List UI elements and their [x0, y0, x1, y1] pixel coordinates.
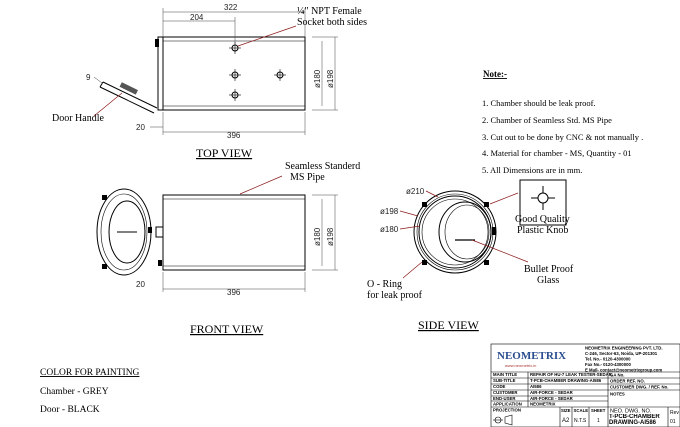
company-logo: NEOMETRIX	[497, 350, 566, 362]
title-block: NEOMETRIX www.neometrix.in NEOMETRIX ENG…	[490, 343, 680, 427]
size-label: SIZE	[561, 408, 571, 413]
row-value: T-PCB-CHAMBER DRAWING-AI586	[530, 378, 602, 383]
dim-d198: ø198	[380, 207, 399, 216]
dim-20: 20	[136, 123, 145, 132]
painting-info: COLOR FOR PAINTING Chamber - GREY Door -…	[40, 368, 140, 415]
dim-9: 9	[86, 73, 91, 82]
painting-chamber: Chamber - GREY	[40, 387, 109, 397]
painting-door: Door - BLACK	[40, 405, 100, 415]
glass-label-line1: Bullet Proof	[524, 264, 574, 275]
row-label: END-USER	[493, 396, 516, 401]
dim-d198: ø198	[326, 227, 335, 246]
note-item: 4. Material for chamber - MS, Quantity -…	[482, 148, 632, 158]
knobs	[422, 202, 496, 265]
painting-heading: COLOR FOR PAINTING	[40, 368, 140, 378]
row-value: REPAIR OF HU-7 LEAK TESTER-SEDAR	[530, 372, 613, 377]
company-line: NEOMETRIX ENGINEERING PVT. LTD.	[585, 346, 663, 351]
company-line: E Mail- contact@neometrixgroup.com	[585, 367, 662, 372]
top-view-flange	[157, 36, 164, 111]
company-line: Tel. No.- 0120-4300000	[585, 357, 631, 362]
note-item: 3. Cut out to be done by CNC & not manua…	[482, 132, 643, 142]
rev-value: 01	[670, 419, 676, 425]
door-handle-label: Door Handle	[52, 113, 104, 124]
knob-label-line2: Plastic Knob	[517, 225, 568, 236]
notes-heading: Note:-	[483, 69, 507, 79]
note-item: 2. Chamber of Seamless Std. MS Pipe	[482, 115, 612, 125]
company-line: C-246, Sector-63, Noida, UP-201301	[585, 351, 658, 356]
dim-396: 396	[227, 131, 241, 140]
dim-d180: ø180	[380, 225, 399, 234]
front-view-title: FRONT VIEW	[190, 322, 264, 336]
projection-symbol-icon	[493, 414, 513, 426]
pipe-label-line1: Seamless Standerd	[285, 161, 360, 172]
order-ref: ORDER REF. NO.	[610, 379, 645, 384]
dim-396: 396	[227, 288, 241, 297]
row-value: AI586	[530, 384, 542, 389]
notes-label: NOTES	[610, 392, 625, 397]
door-glass	[108, 200, 146, 264]
note-item: 1. Chamber should be leak proof.	[482, 98, 596, 108]
scale-label: SCALE	[574, 408, 589, 413]
side-view: ø210 ø198 ø180 Good Quality Plastic Knob…	[367, 179, 574, 332]
knob-label-line1: Good Quality	[515, 214, 570, 225]
size-value: A2	[562, 418, 570, 424]
sheet-label: SHEET	[591, 408, 606, 413]
pipe-label-line2: MS Pipe	[290, 172, 325, 183]
socket-label-line2: Socket both sides	[297, 17, 367, 28]
oring-label-line1: O - Ring	[367, 279, 402, 290]
socket-holes	[229, 42, 286, 101]
hinge-icon	[155, 39, 159, 47]
scale-value: N.T.S	[574, 418, 587, 424]
projection-label: PROJECTION	[493, 408, 521, 413]
sheet-value: 1	[597, 418, 600, 424]
row-label: CODE	[493, 384, 506, 389]
row-label: CUSTOMER	[493, 390, 518, 395]
dwg-no-label: NEO. DWG. NO.	[610, 409, 652, 415]
row-label: SUB-TITLE	[493, 378, 516, 383]
customer-dwg: CUSTOMER DWG. / REF. No.	[610, 385, 668, 390]
plastic-knob-icon	[531, 186, 555, 210]
dim-204: 204	[190, 13, 204, 22]
top-view-title: TOP VIEW	[196, 146, 253, 160]
dim-d198: ø198	[326, 69, 335, 88]
row-value: AIR-FORCE - SEDAR	[530, 396, 574, 401]
dim-d180: ø180	[313, 69, 322, 88]
company-line: Fax No.- 0120-4300000	[585, 362, 631, 367]
oring-label-line2: for leak proof	[367, 290, 423, 301]
front-view: Seamless Standerd MS Pipe ø180 ø198 20 3…	[96, 161, 360, 336]
socket-label-line1: ¼" NPT Female	[297, 6, 362, 17]
dwg-no-value: T-PCB-CHAMBER DRAWING-AI586	[609, 413, 660, 427]
row-label: APPLICATION	[493, 402, 522, 407]
open-door	[99, 81, 158, 114]
side-view-title: SIDE VIEW	[418, 318, 479, 332]
row-value: NEOMETRIX	[530, 402, 556, 407]
glass-label-line2: Glass	[537, 275, 559, 286]
dim-d180: ø180	[313, 227, 322, 246]
dim-20: 20	[136, 280, 145, 289]
dim-d210: ø210	[406, 187, 425, 196]
ga-no: GA No.	[610, 373, 624, 378]
front-view-body	[162, 194, 306, 271]
top-view: 322 204 ¼" NPT Female Socket both sides …	[52, 3, 367, 160]
website: www.neometrix.in	[505, 363, 536, 368]
notes: Note:- 1. Chamber should be leak proof. …	[482, 69, 643, 175]
row-label: MAIN TITLE	[493, 372, 517, 377]
glass-window	[438, 201, 492, 263]
rev-label: Rev	[670, 410, 679, 416]
row-value: AIR-FORCE - SEDAR	[530, 390, 574, 395]
door-handle-icon	[119, 82, 138, 95]
knob-detail-box	[519, 179, 567, 226]
note-item: 5. All Dimensions are in mm.	[482, 165, 582, 175]
dim-322: 322	[224, 3, 238, 12]
